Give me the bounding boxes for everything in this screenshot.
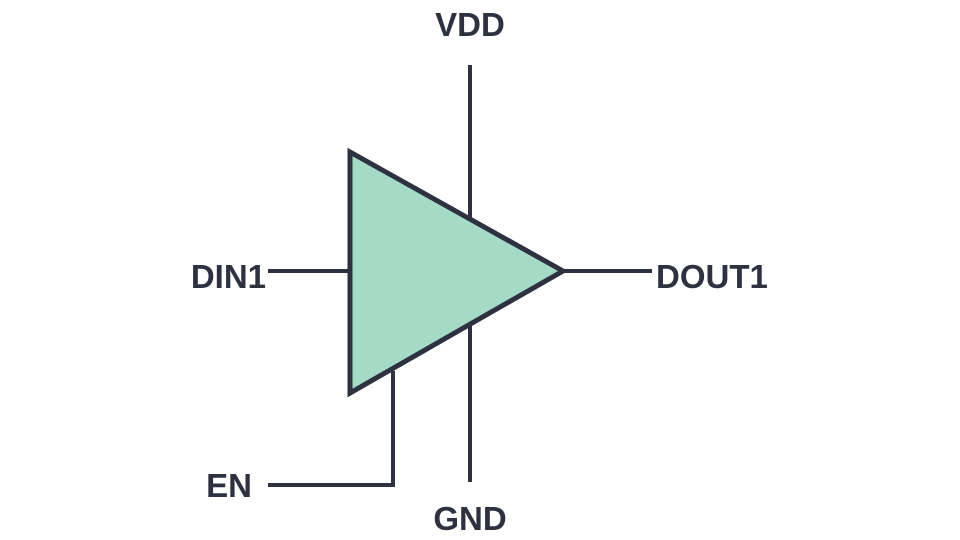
vdd-label: VDD <box>435 6 505 43</box>
din1-label: DIN1 <box>191 258 266 295</box>
en-label: EN <box>206 467 252 504</box>
buffer-triangle <box>347 147 569 398</box>
en-wire <box>268 371 395 487</box>
dout1-label: DOUT1 <box>656 258 768 295</box>
gnd-label: GND <box>433 500 506 537</box>
